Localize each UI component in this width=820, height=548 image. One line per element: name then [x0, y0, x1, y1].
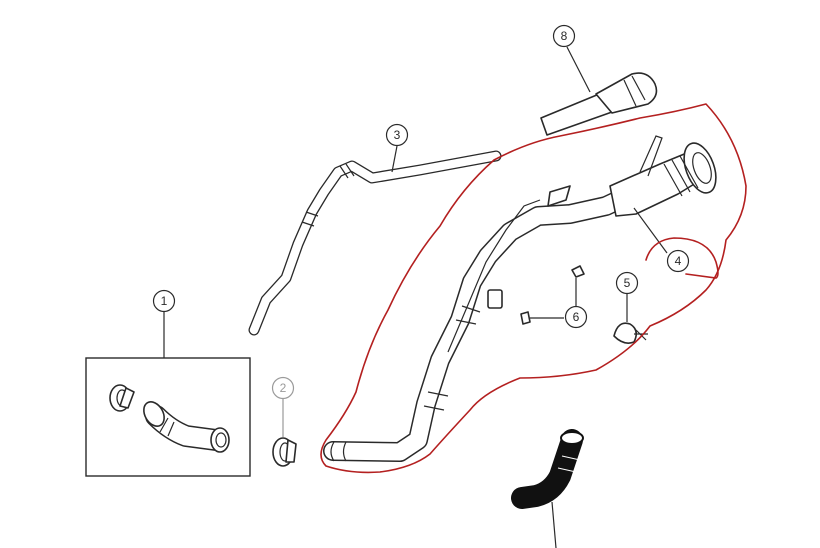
callout-3-label: 3: [394, 128, 401, 142]
callout-8-label: 8: [561, 29, 568, 43]
callout-5-label: 5: [624, 276, 631, 290]
callout-3: 3: [385, 123, 409, 147]
part-1-hose-and-clamp: [109, 384, 230, 453]
callout-2-label: 2: [280, 381, 287, 395]
callout-1-label: 1: [161, 294, 168, 308]
callout-5: 5: [615, 271, 639, 295]
part-6-clips: [520, 265, 585, 325]
callout-4: 4: [666, 249, 690, 273]
red-annotation-outline: [320, 103, 747, 474]
bottom-hose-leader: [551, 501, 557, 548]
part-5-hose-clamp: [613, 322, 648, 344]
callout-6-label: 6: [573, 310, 580, 324]
callout-leader-8: [566, 46, 591, 93]
callout-1: 1: [152, 289, 176, 313]
part-3-vent-hose: [248, 150, 502, 336]
callout-8: 8: [552, 24, 576, 48]
callout-2: 2: [271, 376, 295, 400]
callout-4-label: 4: [675, 254, 682, 268]
black-connector-hose: [511, 429, 584, 509]
part-4-filler-tube-assembly: [323, 135, 717, 462]
red-annotation-arrow: [645, 237, 719, 279]
callout-leader-4: [633, 207, 668, 254]
callout-leader-6: [530, 278, 577, 319]
part-2-clamp: [272, 437, 297, 467]
callout-leader-3: [391, 145, 398, 173]
callout-6: 6: [564, 305, 588, 329]
part-8-filler-neck-cap: [540, 72, 658, 136]
